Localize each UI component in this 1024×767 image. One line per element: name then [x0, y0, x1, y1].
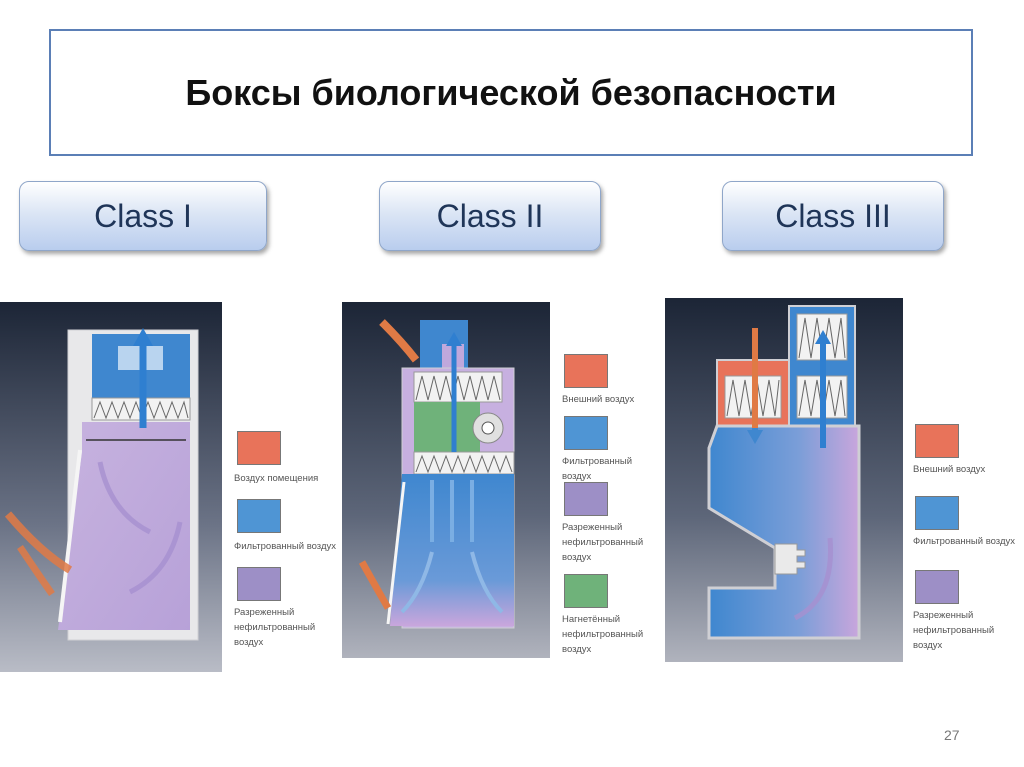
- legend-label: Внешний воздух: [562, 394, 635, 405]
- legend-swatch-rarefied-air: [237, 567, 281, 601]
- legend-swatch-room-air: [237, 431, 281, 465]
- legend-label: Разреженный нефильтрованный воздух: [913, 610, 995, 651]
- legend-swatch-rarefied-air: [564, 482, 608, 516]
- class-1-button[interactable]: Class I: [19, 181, 267, 251]
- legend-swatch-outside-air: [915, 424, 959, 458]
- page-title: Боксы биологической безопасности: [185, 71, 837, 113]
- class-3-cabinet-diagram: [665, 298, 903, 662]
- legend-swatch-filtered-air: [564, 416, 608, 450]
- legend-label: Разреженный нефильтрованный воздух: [562, 522, 644, 563]
- class-3-button[interactable]: Class III: [722, 181, 944, 251]
- class-1-cabinet-diagram: [0, 302, 222, 672]
- class-2-diagram-panel: Внешний воздух Фильтрованный воздух Разр…: [342, 302, 662, 672]
- legend-label: Воздух помещения: [234, 473, 319, 484]
- class-2-button[interactable]: Class II: [379, 181, 601, 251]
- class-1-diagram-panel: Воздух помещения Фильтрованный воздух Ра…: [0, 302, 345, 672]
- class-2-cabinet-diagram: [342, 302, 550, 658]
- legend-swatch-filtered-air: [237, 499, 281, 533]
- page-number: 27: [944, 727, 960, 743]
- legend-swatch-rarefied-air: [915, 570, 959, 604]
- legend-label: Нагнетённый нефильтрованный воздух: [562, 614, 644, 655]
- class-3-diagram-panel: Внешний воздух Фильтрованный воздух Разр…: [665, 298, 1024, 670]
- legend-swatch-outside-air: [564, 354, 608, 388]
- legend-label: Фильтрованный воздух: [913, 536, 1015, 547]
- title-box: Боксы биологической безопасности: [49, 29, 973, 156]
- legend-swatch-pressurized-air: [564, 574, 608, 608]
- legend-label: Фильтрованный воздух: [234, 541, 336, 552]
- legend-label: Внешний воздух: [913, 464, 986, 475]
- legend-label: Разреженный нефильтрованный воздух: [234, 607, 316, 648]
- legend-swatch-filtered-air: [915, 496, 959, 530]
- legend-label: Фильтрованный воздух: [562, 456, 633, 482]
